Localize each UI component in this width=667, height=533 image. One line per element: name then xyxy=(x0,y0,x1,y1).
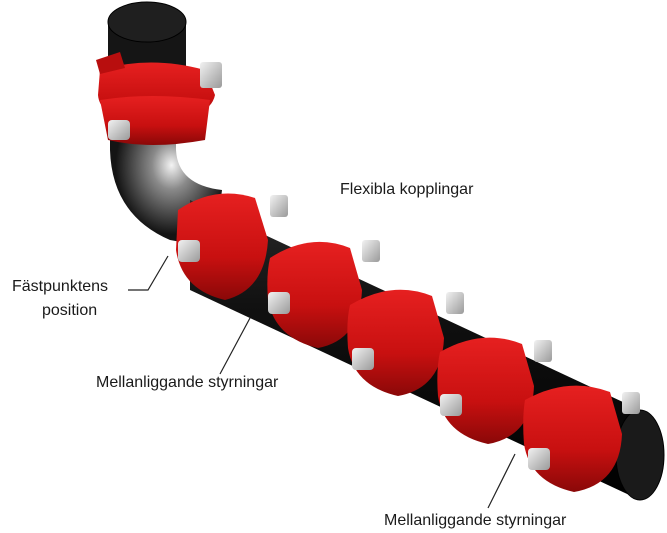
anchor-point-leader xyxy=(128,256,168,290)
anchor-point-label-line1: Fästpunktens xyxy=(12,276,108,297)
pipe-end xyxy=(616,410,664,500)
guide-leader-2 xyxy=(488,454,515,508)
guide-leader-1 xyxy=(220,318,250,374)
intermediate-guides-label-2: Mellanliggande styrningar xyxy=(384,510,566,531)
flexible-couplings-label: Flexibla kopplingar xyxy=(340,179,473,200)
top-coupling xyxy=(96,52,222,145)
intermediate-guides-label-1: Mellanliggande styrningar xyxy=(96,372,278,393)
anchor-point-label-line2: position xyxy=(42,300,97,321)
